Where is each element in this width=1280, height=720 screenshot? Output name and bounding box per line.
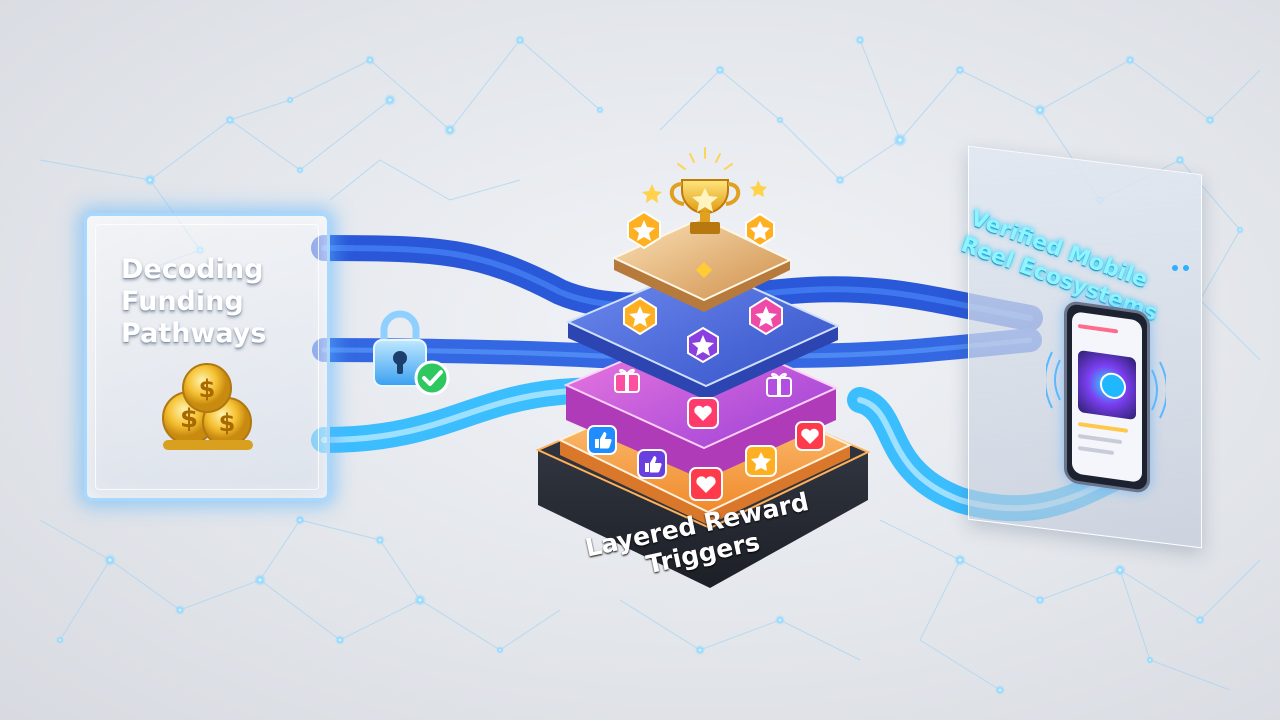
svg-text:$: $ — [180, 404, 198, 434]
padlock-icon — [373, 310, 427, 387]
svg-text:$: $ — [219, 409, 236, 437]
funding-card: Decoding Funding Pathways $ $ $ — [84, 213, 330, 501]
heart-icon — [687, 397, 719, 429]
coins-icon: $ $ $ — [162, 363, 253, 450]
star-badge-icon — [627, 210, 661, 250]
gift-icon — [766, 372, 792, 397]
star-badge-icon — [623, 296, 657, 336]
signal-waves — [1046, 351, 1166, 419]
card-dots-icon — [1172, 265, 1189, 271]
funding-card-frame — [95, 224, 319, 490]
gift-icon — [614, 368, 640, 393]
star-badge-icon — [687, 326, 719, 364]
funding-card-title: Decoding Funding Pathways — [121, 254, 267, 349]
check-badge-icon — [414, 360, 450, 396]
trophy-icon — [642, 147, 767, 234]
star-badge-icon — [745, 445, 777, 477]
phone-text-bar — [1078, 445, 1114, 455]
thumbs-up-icon — [637, 449, 667, 479]
thumbs-up-icon — [587, 425, 617, 455]
heart-icon — [795, 421, 825, 451]
star-badge-icon — [745, 212, 775, 248]
star-badge-icon — [749, 296, 783, 336]
heart-icon — [689, 467, 723, 501]
svg-text:$: $ — [199, 375, 216, 403]
